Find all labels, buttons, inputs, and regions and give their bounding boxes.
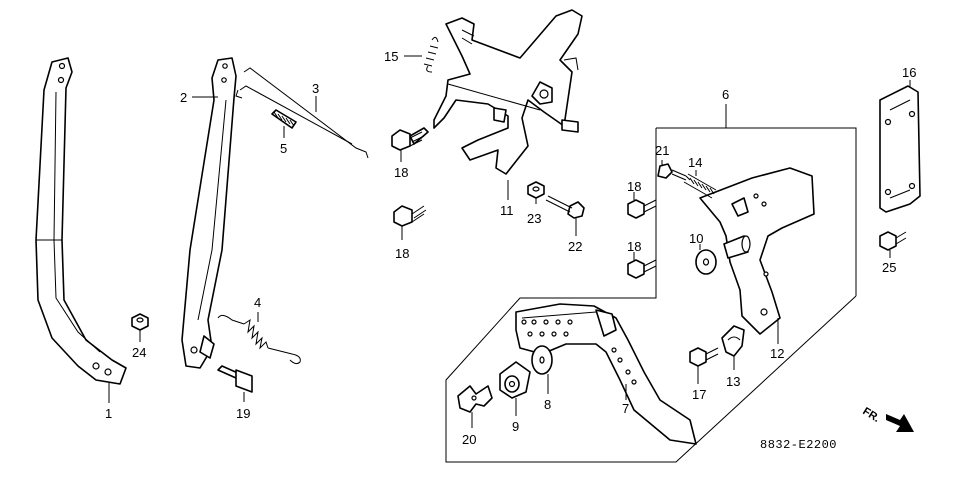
part-9-knob — [499, 361, 531, 399]
callout-16: 16 — [902, 65, 916, 80]
callout-7: 7 — [622, 401, 629, 416]
part-24-nut — [131, 313, 149, 331]
callout-18d: 18 — [627, 239, 641, 254]
callout-25: 25 — [882, 260, 896, 275]
part-18-bolt-d — [627, 259, 657, 279]
callout-18a: 18 — [394, 165, 408, 180]
assembly-boundary — [445, 127, 857, 463]
part-10-washer — [695, 235, 751, 275]
part-12-plate — [699, 167, 815, 335]
callout-24: 24 — [132, 345, 146, 360]
part-3-rod — [235, 67, 369, 159]
callout-21: 21 — [655, 143, 669, 158]
part-5-spring — [271, 109, 297, 129]
part-23-nut — [527, 181, 545, 199]
diagram-code: 8832-E2200 — [760, 438, 837, 452]
part-16-bar — [879, 85, 921, 213]
callout-13: 13 — [726, 374, 740, 389]
part-20-wingnut — [457, 385, 493, 413]
part-14-spring — [683, 173, 717, 199]
callout-15: 15 — [384, 49, 398, 64]
callout-11: 11 — [500, 203, 514, 218]
part-8-washer — [531, 345, 553, 375]
callout-19: 19 — [236, 406, 250, 421]
part-4-spring — [217, 314, 301, 365]
part-17-bolt — [689, 347, 719, 367]
callout-9: 9 — [512, 419, 519, 434]
callout-22: 22 — [568, 239, 582, 254]
callout-18b: 18 — [395, 246, 409, 261]
front-direction-arrow: FR. — [860, 405, 914, 432]
callout-2: 2 — [180, 90, 187, 105]
callout-17: 17 — [692, 387, 706, 402]
part-15-spring — [423, 36, 439, 73]
callout-8: 8 — [544, 397, 551, 412]
callout-10: 10 — [689, 231, 703, 246]
part-11-bracket — [433, 9, 583, 175]
part-21-bolt — [657, 163, 687, 181]
direction-label: FR. — [860, 405, 881, 425]
callout-18c: 18 — [627, 179, 641, 194]
part-2-handle — [181, 57, 237, 369]
callout-20: 20 — [462, 432, 476, 447]
part-22-bolt — [545, 195, 585, 219]
callout-1: 1 — [105, 406, 112, 421]
callout-23: 23 — [527, 211, 541, 226]
part-25-bolt — [879, 231, 907, 251]
callout-3: 3 — [312, 81, 319, 96]
part-13-clip — [721, 325, 745, 357]
callout-14: 14 — [688, 155, 702, 170]
part-18-bolt-b — [393, 205, 427, 227]
callout-4: 4 — [254, 295, 261, 310]
callout-5: 5 — [280, 141, 287, 156]
callout-6: 6 — [722, 87, 729, 102]
part-18-bolt-a — [391, 127, 429, 151]
part-1-handle — [35, 57, 127, 385]
callout-12: 12 — [770, 346, 784, 361]
part-18-bolt-c — [627, 199, 657, 219]
part-19-pin — [217, 365, 253, 393]
